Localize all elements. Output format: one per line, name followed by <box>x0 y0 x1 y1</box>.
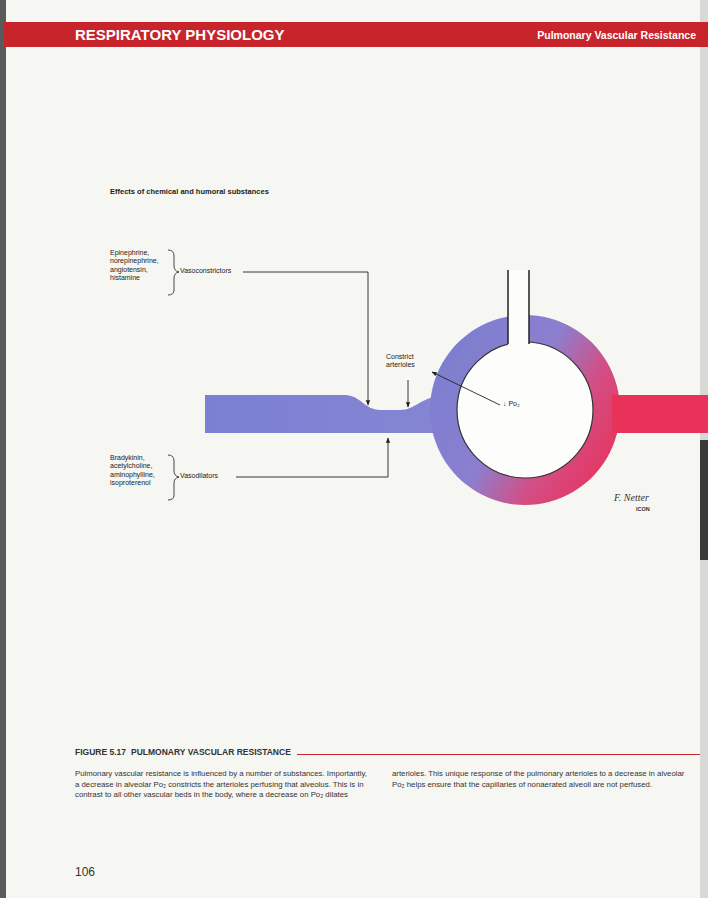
leader-line <box>236 438 388 477</box>
figure-title: PULMONARY VASCULAR RESISTANCE <box>131 748 291 758</box>
page-edge <box>700 0 708 898</box>
header-bar <box>4 22 708 47</box>
venule <box>612 395 708 433</box>
leader-line <box>432 372 500 405</box>
figure-subtitle: Effects of chemical and humoral substanc… <box>110 188 269 197</box>
arteriole <box>205 395 440 433</box>
caption-rule <box>297 754 700 755</box>
group-label: Vasoconstrictors <box>180 267 231 275</box>
airway <box>508 270 529 350</box>
publisher-mark: ICON <box>636 506 650 512</box>
callout-label: Constrict arterioles <box>386 353 430 370</box>
running-head: RESPIRATORY PHYSIOLOGY <box>75 26 285 43</box>
page-edge-shadow <box>700 440 708 560</box>
drug-list: Epinephrine, norepinephrine, angiotensin… <box>110 249 172 283</box>
leader-line <box>243 272 368 405</box>
signature: F. Netter <box>614 492 649 504</box>
leader-line <box>408 380 409 407</box>
caption-text: Pulmonary vascular resistance is influen… <box>75 769 687 801</box>
section-head: Pulmonary Vascular Resistance <box>537 29 696 41</box>
binding-shadow <box>0 0 6 898</box>
bracket <box>168 455 179 500</box>
group-label: Vasodilators <box>180 472 218 480</box>
alveolus <box>457 342 593 478</box>
drug-list: Bradykinin, acetylcholine, aminophylline… <box>110 454 172 488</box>
bracket <box>168 250 179 295</box>
page-number: 106 <box>75 866 95 880</box>
airway-wall <box>528 270 530 344</box>
callout-label: ↓ Po₂ <box>503 400 520 408</box>
caption-heading: FIGURE 5.17 PULMONARY VASCULAR RESISTANCE <box>75 748 700 758</box>
alveolus-wall <box>457 342 593 478</box>
figure-number: FIGURE 5.17 <box>75 748 126 758</box>
airway-wall <box>507 270 509 344</box>
